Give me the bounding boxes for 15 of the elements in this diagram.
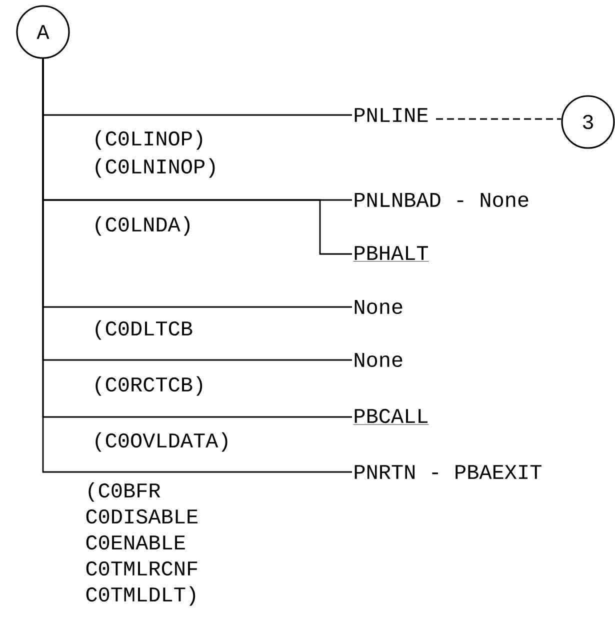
routine-label: (C0LINOP): [96, 130, 202, 150]
module-name: PBCALL: [353, 408, 429, 425]
routine-label: (C0BFR C0DISABLE C0ENABLE C0TMLRCNF C0TMLDLT): [86, 482, 198, 606]
routine-label: (C0DLTCB: [96, 320, 192, 340]
module-name: PBHALT: [353, 246, 429, 262]
routine-label: (C0LNINOP): [96, 158, 215, 178]
module-name: None: [354, 300, 402, 314]
module-name: PNLNBAD - None: [354, 192, 528, 208]
module-name: None: [354, 352, 402, 368]
module-name: PNRTN - PBAEXIT: [354, 465, 542, 479]
module-name: PNLINE: [354, 108, 428, 122]
routine-label: (C0RCTCB): [96, 376, 202, 396]
routine-label: (C0OVLDATA): [96, 432, 228, 452]
connector-line: [436, 118, 562, 120]
routine-label: (C0LNDA): [96, 216, 190, 236]
